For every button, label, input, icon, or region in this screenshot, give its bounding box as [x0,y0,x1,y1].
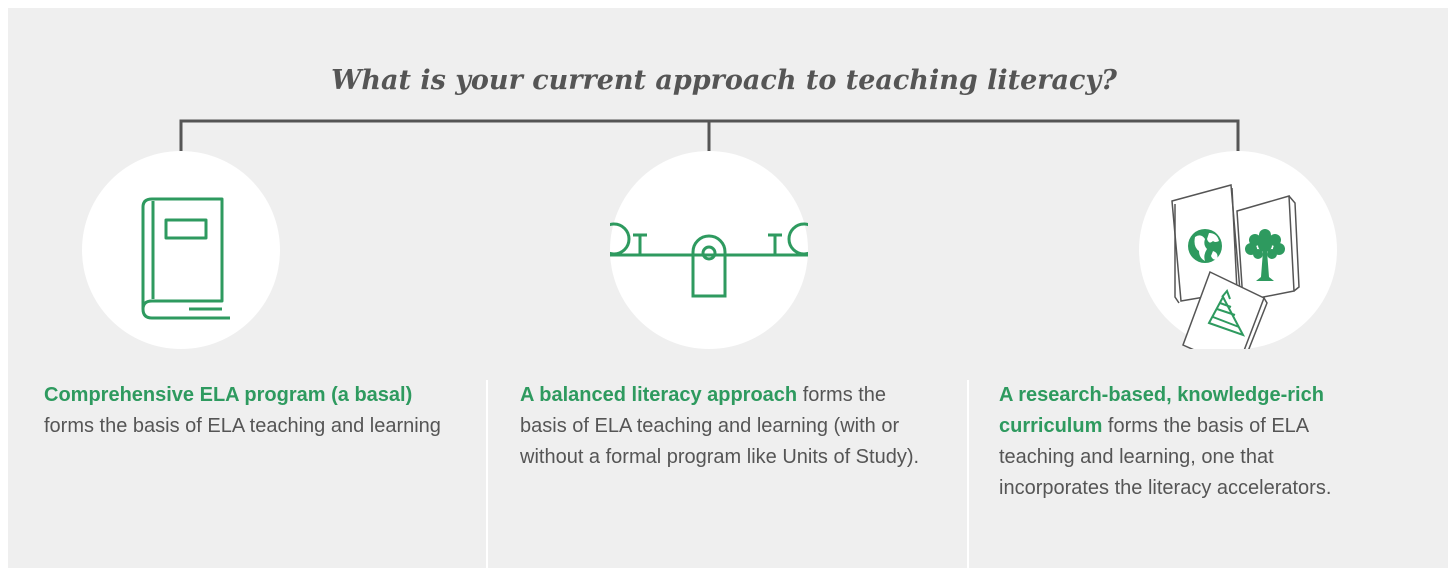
globe-icon [1188,229,1222,263]
option-2-description: A balanced literacy approach forms the b… [520,380,920,473]
option-3-highlight: A research-based, knowledge-rich curricu… [999,384,1324,437]
option-2-highlight: A balanced literacy approach [520,384,798,406]
tree-icon [1245,229,1285,281]
option-1-text: forms the basis of ELA teaching and lear… [44,415,441,437]
book-icon [141,197,230,320]
knowledge-books-icon [1171,184,1300,349]
option-2-icon-circle [610,151,808,349]
option-2-text: forms the basis of ELA teaching and lear… [520,384,920,468]
diagram-panel: What is your current approach to teachin… [8,8,1448,576]
option-3-icon-circle [1139,151,1337,349]
option-1-highlight: Comprehensive ELA program (a basal) [44,384,413,406]
pyramid-icon [1207,289,1246,337]
option-1-icon-circle [82,151,280,349]
option-3-description: A research-based, knowledge-rich curricu… [999,380,1379,504]
question-title: What is your current approach to teachin… [331,65,1117,96]
option-3-text: forms the basis of ELA teaching and lear… [999,415,1332,499]
column-divider [967,380,969,576]
seesaw-icon [610,222,808,298]
option-1-description: Comprehensive ELA program (a basal) form… [44,380,444,442]
column-divider [486,380,488,576]
